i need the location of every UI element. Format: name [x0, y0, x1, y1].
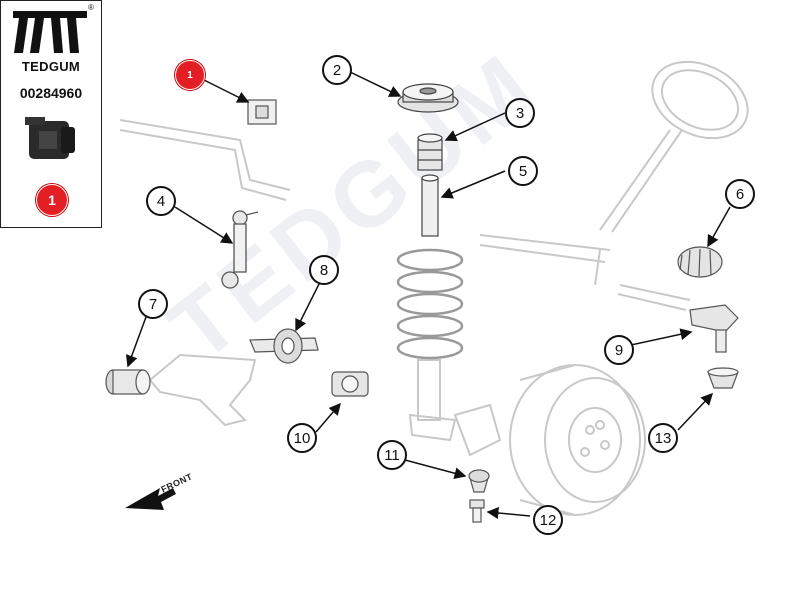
callout-13[interactable]: 13 — [648, 423, 678, 453]
part-4-stabilizer-link — [221, 210, 259, 289]
part-2-top-mount — [397, 83, 459, 113]
callout-3[interactable]: 3 — [505, 98, 535, 128]
part-12-bolt — [469, 499, 485, 523]
callout-8[interactable]: 8 — [309, 255, 339, 285]
part-10-bushing — [331, 371, 369, 397]
stabilizer-bar-ghost — [119, 119, 291, 201]
part-7-arm-bushing — [105, 369, 151, 395]
steering-wheel-ghost — [479, 60, 749, 286]
front-arrow-icon — [125, 488, 176, 510]
tedgum-logo-icon — [13, 11, 87, 53]
tie-rod-ghost — [617, 284, 691, 311]
lower-arm-ghost — [148, 353, 257, 427]
part-number: 00284960 — [19, 85, 83, 101]
part-11-ball-joint-boot — [468, 469, 490, 493]
selected-position-badge: 1 — [36, 184, 68, 216]
callout-5[interactable]: 5 — [508, 156, 538, 186]
wheel-ghost — [509, 364, 646, 516]
part-6-boot — [677, 246, 723, 278]
callout-6[interactable]: 6 — [725, 179, 755, 209]
strut-ghost — [408, 359, 502, 457]
callout-2[interactable]: 2 — [322, 55, 352, 85]
leader-lines — [125, 71, 731, 519]
callout-4[interactable]: 4 — [146, 186, 176, 216]
part-5-protective-tube — [421, 174, 439, 237]
part-8-bracket-bushing — [249, 328, 319, 364]
callout-9[interactable]: 9 — [604, 335, 634, 365]
part-9-tie-rod-end — [689, 304, 739, 353]
part-3-bump-stop — [417, 133, 443, 171]
coil-spring — [396, 248, 464, 360]
callout-10[interactable]: 10 — [287, 423, 317, 453]
part-1-stabilizer-bushing — [247, 99, 277, 125]
callout-12[interactable]: 12 — [533, 505, 563, 535]
callout-7[interactable]: 7 — [138, 289, 168, 319]
registered-mark: ® — [88, 3, 94, 12]
callout-1-highlighted[interactable]: 1 — [175, 60, 205, 90]
bushing-thumbnail-icon — [25, 117, 75, 159]
brand-name: TEDGUM — [21, 59, 81, 74]
part-13-dust-cap — [707, 367, 739, 389]
part-info-panel: ® TEDGUM 00284960 1 — [0, 0, 102, 228]
callout-11[interactable]: 11 — [377, 440, 407, 470]
